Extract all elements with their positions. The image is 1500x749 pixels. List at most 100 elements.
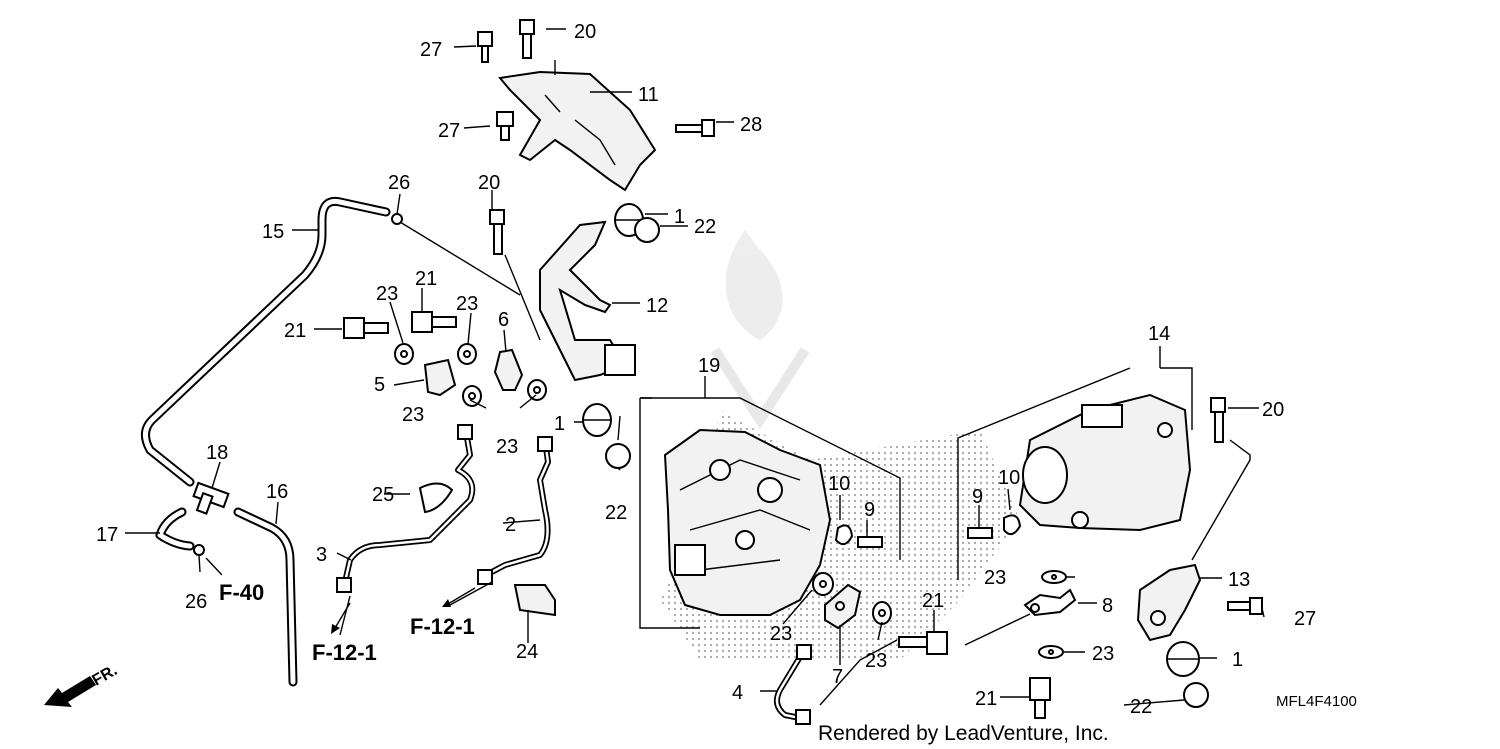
joint-7 bbox=[824, 583, 862, 630]
callout-24: 24 bbox=[516, 641, 538, 663]
callout-23g: 23 bbox=[984, 567, 1006, 589]
bolt-21b bbox=[411, 311, 457, 333]
callout-22b: 22 bbox=[605, 502, 627, 524]
callout-15: 15 bbox=[262, 221, 284, 243]
callout-27b: 27 bbox=[438, 120, 460, 142]
callout-21d: 21 bbox=[975, 688, 997, 710]
washer-23a bbox=[394, 343, 414, 365]
washer-23c bbox=[462, 385, 482, 407]
bolt-21a bbox=[343, 317, 389, 339]
washer-23e bbox=[812, 572, 834, 596]
callout-23f: 23 bbox=[865, 650, 887, 672]
callout-26b: 26 bbox=[185, 591, 207, 613]
callout-4: 4 bbox=[732, 682, 743, 704]
callout-25: 25 bbox=[372, 484, 394, 506]
callout-10b: 10 bbox=[998, 467, 1020, 489]
bolt-21d bbox=[1029, 677, 1051, 719]
breather-hose-15 bbox=[141, 196, 391, 487]
callout-13: 13 bbox=[1228, 569, 1250, 591]
clip-10a bbox=[834, 524, 854, 546]
callout-labels: 27 20 11 27 28 15 26 20 1 22 12 23 21 23… bbox=[96, 21, 1316, 718]
hose-16 bbox=[233, 507, 298, 687]
hose-clip-26b bbox=[193, 544, 205, 556]
bolt-27b bbox=[496, 111, 514, 141]
callout-21c: 21 bbox=[922, 590, 944, 612]
bolt-20c bbox=[1210, 397, 1226, 443]
callout-21a: 21 bbox=[284, 320, 306, 342]
svg-text:F-12-1: F-12-1 bbox=[312, 640, 377, 665]
leader-lines bbox=[125, 28, 1265, 706]
callout-1c: 1 bbox=[1232, 649, 1243, 671]
bolt-27a bbox=[477, 31, 493, 63]
collar-22c bbox=[1183, 682, 1209, 708]
group-box-19 bbox=[639, 397, 901, 629]
washer-23d bbox=[527, 379, 547, 401]
callout-3: 3 bbox=[316, 544, 327, 566]
reference-f12-1-b: F-12-1 bbox=[410, 587, 476, 639]
collar-22b bbox=[605, 443, 631, 469]
callout-18: 18 bbox=[206, 442, 228, 464]
brake-pipe-2 bbox=[477, 436, 553, 585]
reference-f12-1-a: F-12-1 bbox=[312, 602, 377, 665]
callout-27a: 27 bbox=[420, 39, 442, 61]
callout-1b: 1 bbox=[554, 413, 565, 435]
callout-23c: 23 bbox=[402, 404, 424, 426]
callout-23d: 23 bbox=[496, 436, 518, 458]
callout-27c: 27 bbox=[1294, 608, 1316, 630]
washer-23b bbox=[457, 343, 477, 365]
washer-23g bbox=[1041, 570, 1067, 584]
svg-text:F-40: F-40 bbox=[219, 580, 264, 605]
front-direction-arrow: FR. bbox=[44, 662, 120, 707]
abs-motor-14 bbox=[1018, 393, 1192, 532]
callout-20c: 20 bbox=[1262, 399, 1284, 421]
bolt-28 bbox=[675, 119, 715, 137]
callout-17: 17 bbox=[96, 524, 118, 546]
washer-23f bbox=[872, 601, 892, 625]
bracket-11 bbox=[498, 70, 657, 192]
washer-23h bbox=[1038, 645, 1064, 659]
reference-f40: F-40 bbox=[219, 580, 264, 605]
grommet-1b bbox=[582, 403, 612, 437]
render-credit: Rendered by LeadVenture, Inc. bbox=[818, 722, 1109, 745]
callout-23a: 23 bbox=[376, 283, 398, 305]
clamp-5 bbox=[423, 358, 457, 397]
grommet-1c bbox=[1166, 641, 1200, 677]
callout-8: 8 bbox=[1102, 595, 1113, 617]
clamp-6 bbox=[493, 348, 524, 391]
callout-20a: 20 bbox=[574, 21, 596, 43]
callout-9b: 9 bbox=[972, 486, 983, 508]
svg-text:F-12-1: F-12-1 bbox=[410, 614, 475, 639]
callout-6: 6 bbox=[498, 309, 509, 331]
callout-16: 16 bbox=[266, 481, 288, 503]
callout-9a: 9 bbox=[864, 499, 875, 521]
bracket-12 bbox=[539, 220, 636, 382]
bolt-20a bbox=[519, 19, 535, 59]
callout-1a: 1 bbox=[674, 206, 685, 228]
callout-22a: 22 bbox=[694, 216, 716, 238]
callout-26a: 26 bbox=[388, 172, 410, 194]
brake-pipe-4 bbox=[773, 644, 812, 725]
callout-28: 28 bbox=[740, 114, 762, 136]
callout-21b: 21 bbox=[415, 268, 437, 290]
abs-modulator-19 bbox=[663, 428, 832, 616]
bolt-21c bbox=[898, 631, 948, 655]
bracket-13 bbox=[1136, 563, 1202, 642]
diagram-code: MFL4F4100 bbox=[1276, 693, 1357, 710]
callout-20b: 20 bbox=[478, 172, 500, 194]
clamp-24 bbox=[513, 584, 556, 617]
callout-23h: 23 bbox=[1092, 643, 1114, 665]
callout-22c: 22 bbox=[1130, 696, 1152, 718]
callout-10a: 10 bbox=[828, 473, 850, 495]
brake-pipe-3 bbox=[336, 424, 476, 593]
bolt-9b bbox=[967, 527, 993, 539]
collar-22a bbox=[634, 217, 660, 243]
bolt-9a bbox=[857, 536, 883, 548]
callout-14: 14 bbox=[1148, 323, 1170, 345]
callout-23e: 23 bbox=[770, 623, 792, 645]
callout-23b: 23 bbox=[456, 293, 478, 315]
group-box-14 bbox=[957, 367, 1193, 580]
callout-2: 2 bbox=[505, 514, 516, 536]
bolt-20b bbox=[489, 209, 505, 255]
